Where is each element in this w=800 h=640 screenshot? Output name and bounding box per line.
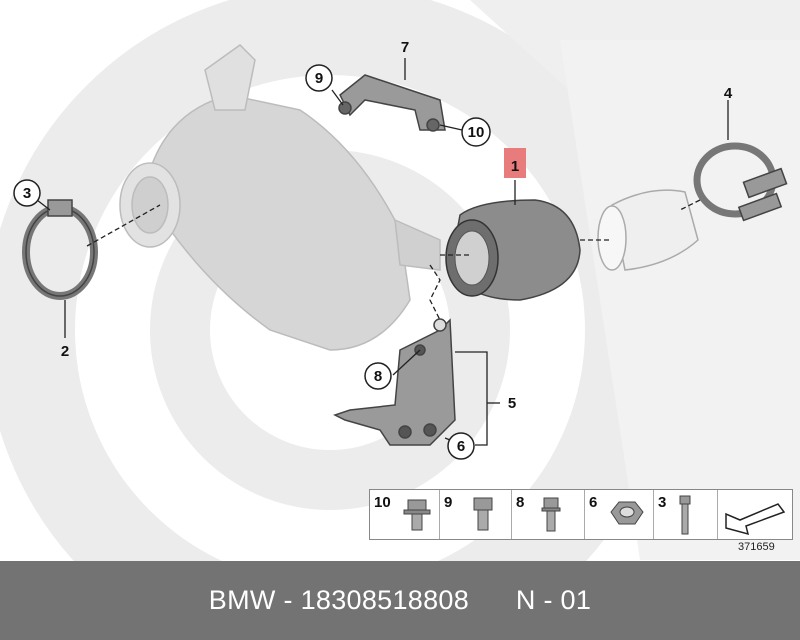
callout-10[interactable]: 10 (461, 117, 491, 147)
callout-9[interactable]: 9 (305, 64, 333, 92)
legend-num-10: 10 (374, 494, 391, 511)
hex-bolt-icon (473, 497, 493, 531)
torx-bolt-icon (541, 497, 561, 532)
exhaust-clamp (693, 142, 788, 222)
callout-5-label: 5 (508, 395, 516, 412)
direction-arrow-icon (725, 503, 786, 536)
callout-9-label: 9 (315, 70, 323, 87)
callout-3-label: 3 (23, 185, 31, 202)
connecting-sleeve (597, 189, 699, 271)
legend-num-9: 9 (444, 494, 453, 511)
fastener-legend: 10 9 8 6 (369, 489, 793, 540)
callout-2-label: 2 (61, 343, 69, 360)
flange-bolt-icon (403, 499, 431, 531)
footer-part-number: BMW - 18308518808 N - 01 (208, 585, 592, 615)
highlight-box (504, 148, 526, 178)
parts-diagram: 3 9 10 8 6 1 7 4 2 5 (0, 0, 800, 561)
footer-bar: BMW - 18308518808 N - 01 (0, 561, 800, 640)
long-bolt-icon (679, 495, 691, 535)
v-band-clamp (22, 199, 98, 300)
callout-4-label: 4 (724, 85, 733, 102)
legend-num-3: 3 (658, 494, 667, 511)
callout-10-label: 10 (468, 124, 485, 141)
callout-3[interactable]: 3 (13, 179, 41, 207)
legend-cell-arrow[interactable] (718, 490, 792, 539)
watermark-logo (0, 0, 800, 561)
diagram-id: 371659 (738, 541, 775, 553)
catalytic-converter (119, 44, 441, 351)
callout-1-label: 1 (511, 158, 519, 175)
callout-8-label: 8 (374, 368, 382, 385)
legend-cell-6[interactable]: 6 (585, 490, 654, 539)
callout-6-label: 6 (457, 438, 465, 455)
pipe-section[interactable] (445, 199, 581, 301)
callout-6[interactable]: 6 (447, 432, 475, 460)
legend-cell-8[interactable]: 8 (512, 490, 585, 539)
hex-nut-icon (610, 501, 644, 525)
legend-num-8: 8 (516, 494, 525, 511)
upper-bracket (338, 74, 446, 132)
lower-bracket (333, 318, 456, 446)
legend-num-6: 6 (589, 494, 598, 511)
callout-7-label: 7 (401, 39, 409, 56)
legend-cell-3[interactable]: 3 (654, 490, 718, 539)
legend-cell-9[interactable]: 9 (440, 490, 512, 539)
callout-8[interactable]: 8 (364, 362, 392, 390)
legend-cell-10[interactable]: 10 (370, 490, 440, 539)
